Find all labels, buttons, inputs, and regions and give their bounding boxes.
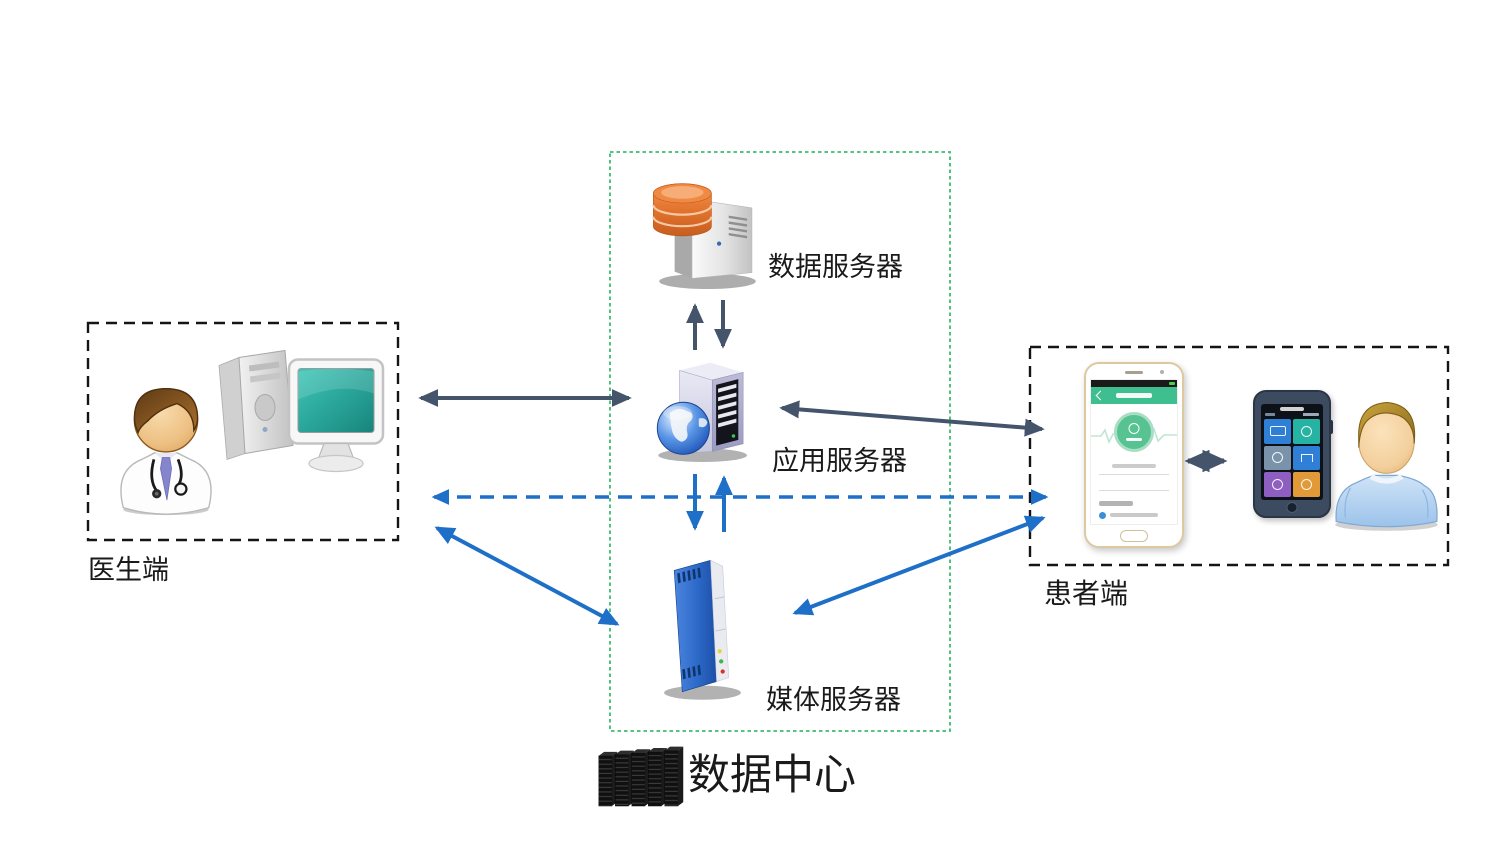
phone-screen bbox=[1090, 379, 1178, 525]
tile-history bbox=[1264, 472, 1291, 497]
arrow-doctor-mediaserver bbox=[434, 526, 620, 626]
tile-oximeter bbox=[1293, 419, 1320, 444]
stethoscope-diaphragm bbox=[174, 482, 188, 496]
list-item-text-placeholder bbox=[1110, 513, 1158, 517]
data-center-label: 数据中心 bbox=[688, 751, 857, 798]
database-server-icon bbox=[651, 176, 763, 290]
divider bbox=[1099, 474, 1169, 475]
list-bullet-blue bbox=[1099, 512, 1106, 519]
led-green bbox=[719, 659, 724, 664]
patient-icon bbox=[1328, 388, 1446, 532]
device-home-button bbox=[1286, 502, 1298, 513]
device-screen bbox=[1261, 404, 1323, 500]
patient-group-box bbox=[1028, 345, 1450, 567]
device-brand-logo bbox=[1280, 407, 1304, 411]
app-title-text-placeholder bbox=[1116, 393, 1152, 398]
tower-vent bbox=[254, 394, 276, 421]
device-app-tiles bbox=[1264, 419, 1320, 497]
app-body bbox=[1091, 404, 1177, 525]
globe bbox=[656, 401, 710, 455]
home-button bbox=[1120, 530, 1148, 542]
phone-camera bbox=[1160, 370, 1164, 374]
input-hint-placeholder bbox=[1112, 464, 1156, 468]
datacenter-boundary-box bbox=[609, 151, 951, 732]
tie bbox=[160, 457, 172, 501]
shadow bbox=[664, 685, 741, 700]
monitor-base bbox=[308, 454, 364, 473]
doctor-group-box bbox=[86, 321, 400, 542]
led-red bbox=[720, 669, 725, 674]
shadow bbox=[659, 273, 756, 290]
rack-3 bbox=[631, 749, 651, 807]
server-racks-icon bbox=[597, 744, 685, 810]
server-vents bbox=[728, 215, 748, 239]
arrow-mediaserver-patient bbox=[792, 515, 1046, 616]
vents-bottom bbox=[682, 664, 701, 680]
ecg-monitor-device-icon bbox=[1253, 390, 1333, 518]
arrow-appserver-patient bbox=[779, 400, 1045, 437]
device-side-button bbox=[1329, 420, 1333, 434]
desktop-computer-icon bbox=[205, 338, 385, 486]
phone-speaker bbox=[1125, 371, 1143, 374]
media-server-icon bbox=[656, 550, 752, 702]
rack-4 bbox=[648, 747, 667, 807]
drive-slot bbox=[250, 372, 281, 383]
doctor-icon bbox=[110, 372, 222, 516]
media-server-label: 媒体服务器 bbox=[766, 685, 901, 715]
battery-icon bbox=[1169, 382, 1175, 385]
rack-1 bbox=[598, 751, 618, 807]
front-stripe bbox=[710, 559, 730, 682]
vents-top bbox=[677, 567, 701, 584]
hair bbox=[1358, 402, 1416, 448]
section-label-placeholder bbox=[1099, 501, 1133, 506]
power-led bbox=[731, 434, 736, 438]
app-header-bar bbox=[1091, 387, 1177, 404]
shirt bbox=[1335, 474, 1438, 528]
tile-ecg bbox=[1264, 419, 1291, 444]
tile-pulse bbox=[1293, 445, 1320, 471]
monitor-screen bbox=[297, 368, 375, 433]
tile-monitor bbox=[1264, 445, 1291, 471]
data-server-label: 数据服务器 bbox=[768, 252, 903, 282]
collar bbox=[1369, 474, 1404, 484]
tile-sync bbox=[1293, 472, 1320, 497]
hair bbox=[133, 388, 199, 435]
web-server-globe-icon bbox=[650, 355, 762, 463]
measure-button bbox=[1114, 412, 1154, 452]
phone-status-bar bbox=[1091, 380, 1177, 387]
database-cylinder bbox=[652, 183, 713, 237]
server-slots bbox=[718, 383, 737, 428]
patient-side-label: 患者端 bbox=[1044, 578, 1129, 609]
app-server-label: 应用服务器 bbox=[772, 446, 907, 476]
divider bbox=[1099, 490, 1169, 491]
rack-2 bbox=[615, 750, 634, 807]
back-chevron-icon bbox=[1095, 390, 1106, 401]
drive-slot bbox=[249, 361, 280, 372]
device-status-bar bbox=[1265, 413, 1319, 416]
led-yellow bbox=[717, 649, 722, 654]
list-bullet-green bbox=[1099, 524, 1106, 525]
doctor-side-label: 医生端 bbox=[88, 555, 169, 585]
smartphone-icon bbox=[1084, 362, 1184, 548]
rack-5 bbox=[664, 746, 684, 807]
